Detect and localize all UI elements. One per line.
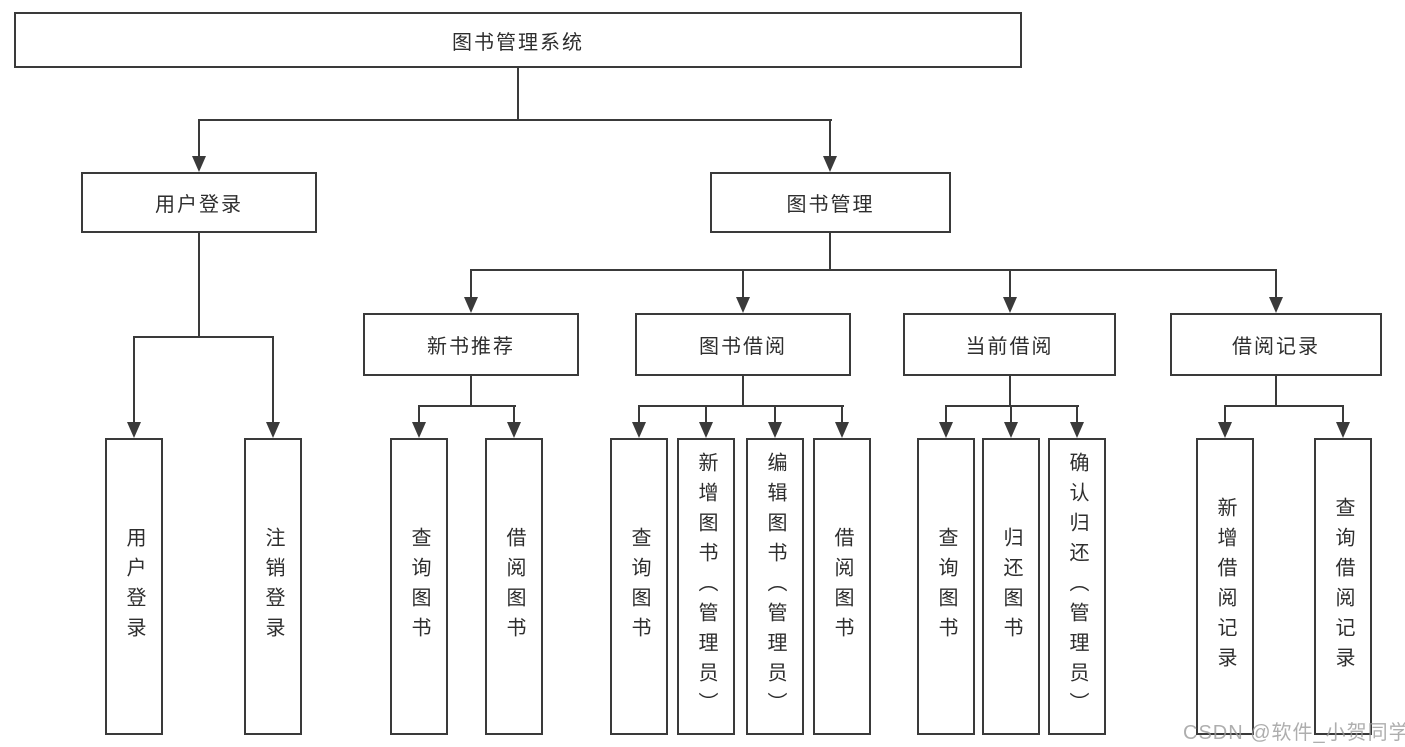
node-new-book-recommend-label: 新书推荐 — [427, 336, 515, 358]
node-root: 图书管理系统 — [14, 12, 1022, 68]
connector-line — [133, 336, 274, 338]
leaf-return-books: 归还图书 — [982, 438, 1040, 735]
node-root-label: 图书管理系统 — [452, 31, 584, 54]
connector-line — [470, 269, 1277, 271]
connector-line — [945, 405, 947, 426]
connector-line — [1009, 374, 1011, 407]
connector-line — [841, 405, 843, 426]
leaf-add-borrow-record-label: 新增借阅记录 — [1214, 496, 1236, 677]
leaf-user-login-label: 用户登录 — [123, 526, 145, 647]
node-book-management-label: 图书管理 — [786, 194, 875, 216]
leaf-logout: 注销登录 — [244, 438, 302, 735]
connector-line — [742, 374, 744, 407]
connector-line — [272, 336, 274, 424]
connector-line — [198, 119, 200, 158]
leaf-edit-books-admin: 编辑图书（管理员） — [746, 438, 804, 735]
arrow-down-icon — [192, 156, 206, 172]
connector-line — [1076, 405, 1078, 426]
arrow-down-icon — [835, 422, 849, 438]
arrow-down-icon — [266, 422, 280, 438]
arrow-down-icon — [1004, 422, 1018, 438]
leaf-confirm-return-admin: 确认归还（管理员） — [1048, 438, 1106, 735]
leaf-edit-books-admin-label: 编辑图书（管理员） — [764, 451, 786, 722]
leaf-add-books-admin: 新增图书（管理员） — [677, 438, 735, 735]
connector-line — [1224, 405, 1344, 407]
node-book-borrowing: 图书借阅 — [635, 313, 851, 376]
connector-line — [133, 336, 135, 424]
arrow-down-icon — [127, 422, 141, 438]
connector-line — [774, 405, 776, 426]
arrow-down-icon — [939, 422, 953, 438]
connector-line — [638, 405, 844, 407]
connector-line — [1275, 269, 1277, 299]
node-current-borrowing: 当前借阅 — [903, 313, 1116, 376]
leaf-borrow-books-2: 借阅图书 — [813, 438, 871, 735]
connector-line — [1342, 405, 1344, 426]
leaf-add-books-admin-label: 新增图书（管理员） — [695, 451, 717, 722]
leaf-query-books-3: 查询图书 — [917, 438, 975, 735]
leaf-logout-label: 注销登录 — [262, 526, 284, 647]
node-user-login-label: 用户登录 — [155, 194, 243, 216]
leaf-query-books-3-label: 查询图书 — [935, 526, 957, 647]
leaf-query-borrow-record: 查询借阅记录 — [1314, 438, 1372, 735]
arrow-down-icon — [1218, 422, 1232, 438]
connector-line — [705, 405, 707, 426]
connector-line — [470, 269, 472, 299]
connector-line — [742, 269, 744, 299]
node-user-login: 用户登录 — [81, 172, 317, 233]
connector-line — [1275, 374, 1277, 407]
leaf-confirm-return-admin-label: 确认归还（管理员） — [1066, 451, 1088, 722]
arrow-down-icon — [464, 297, 478, 313]
node-book-management: 图书管理 — [710, 172, 951, 233]
connector-line — [418, 405, 420, 426]
connector-line — [1010, 405, 1012, 426]
node-borrowing-records-label: 借阅记录 — [1232, 336, 1320, 358]
connector-line — [513, 405, 515, 426]
connector-line — [829, 233, 831, 271]
connector-line — [1009, 269, 1011, 299]
leaf-query-books-2-label: 查询图书 — [628, 526, 650, 647]
leaf-query-books-1: 查询图书 — [390, 438, 448, 735]
arrow-down-icon — [768, 422, 782, 438]
connector-line — [418, 405, 516, 407]
connector-line — [517, 68, 519, 121]
connector-line — [198, 119, 832, 121]
connector-line — [470, 374, 472, 407]
leaf-user-login: 用户登录 — [105, 438, 163, 735]
leaf-query-borrow-record-label: 查询借阅记录 — [1332, 496, 1354, 677]
leaf-query-books-1-label: 查询图书 — [408, 526, 430, 647]
connector-line — [829, 119, 831, 158]
arrow-down-icon — [1003, 297, 1017, 313]
connector-line — [638, 405, 640, 426]
leaf-borrow-books-2-label: 借阅图书 — [831, 526, 853, 647]
connector-line — [945, 405, 1079, 407]
arrow-down-icon — [632, 422, 646, 438]
arrow-down-icon — [1336, 422, 1350, 438]
node-borrowing-records: 借阅记录 — [1170, 313, 1382, 376]
connector-line — [1224, 405, 1226, 426]
leaf-return-books-label: 归还图书 — [1000, 526, 1022, 647]
arrow-down-icon — [1070, 422, 1084, 438]
node-current-borrowing-label: 当前借阅 — [965, 336, 1054, 358]
leaf-borrow-books-1-label: 借阅图书 — [503, 526, 525, 647]
arrow-down-icon — [1269, 297, 1283, 313]
csdn-watermark: CSDN @软件_小贺同学 — [1183, 722, 1405, 744]
arrow-down-icon — [507, 422, 521, 438]
arrow-down-icon — [699, 422, 713, 438]
leaf-add-borrow-record: 新增借阅记录 — [1196, 438, 1254, 735]
leaf-query-books-2: 查询图书 — [610, 438, 668, 735]
arrow-down-icon — [412, 422, 426, 438]
node-new-book-recommend: 新书推荐 — [363, 313, 579, 376]
leaf-borrow-books-1: 借阅图书 — [485, 438, 543, 735]
arrow-down-icon — [736, 297, 750, 313]
arrow-down-icon — [823, 156, 837, 172]
node-book-borrowing-label: 图书借阅 — [699, 336, 787, 358]
connector-line — [198, 233, 200, 338]
